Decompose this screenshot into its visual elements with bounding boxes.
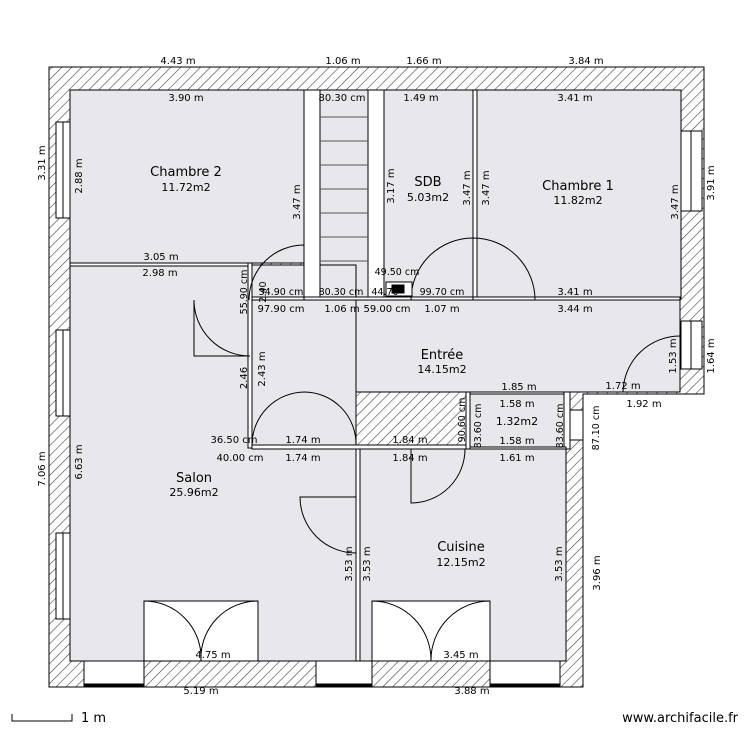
floor-sdb <box>383 89 474 301</box>
room-labels: Chambre 2 11.72m2 SDB 5.03m2 Chambre 1 1… <box>150 165 614 569</box>
dim-label: 1.85 m <box>501 382 536 393</box>
dim-label: 90.60 cm <box>457 398 468 443</box>
dim-label: 3.53 m <box>362 546 373 581</box>
dim-label: 4.75 m <box>195 650 230 661</box>
dim-label: 36.50 cm <box>210 435 257 446</box>
dim-label: 3.47 m <box>481 170 492 205</box>
dim-label: 6.63 m <box>74 444 85 479</box>
dim-label: 80.30 cm <box>319 287 364 298</box>
room-area-placard: 1.32m2 <box>496 415 538 428</box>
dim-label: 5.19 m <box>183 686 218 697</box>
dim-label: 40.00 cm <box>216 453 263 464</box>
dim-label: 1.74 m <box>285 435 320 446</box>
site-credit: www.archifacile.fr <box>622 711 738 726</box>
floor-chambre-1 <box>476 89 682 300</box>
vertical-dimensions: 3.31 m 2.88 m 3.47 m 3.17 m 3.47 m 3.47 … <box>37 145 717 590</box>
dim-label: 80.30 cm <box>318 93 365 104</box>
dim-label: 1.64 m <box>706 338 717 373</box>
dim-label: 3.47 m <box>462 170 473 205</box>
dim-label: 4.43 m <box>160 56 195 67</box>
dim-label: 3.90 m <box>168 93 203 104</box>
room-name-chambre-1: Chambre 1 <box>542 179 614 194</box>
dim-label: 49.50 cm <box>375 267 420 278</box>
dim-label: 3.44 m <box>557 304 592 315</box>
dim-label: 1.53 m <box>668 338 679 373</box>
room-area-cuisine: 12.15m2 <box>436 556 485 569</box>
dim-label: 1.92 m <box>626 399 661 410</box>
dim-label: 34.90 cm <box>259 287 304 298</box>
horizontal-dimensions: 4.43 m 1.06 m 1.66 m 3.84 m 3.90 m 80.30… <box>142 56 661 697</box>
room-name-entree: Entrée <box>421 348 464 363</box>
dim-label: 3.45 m <box>443 650 478 661</box>
dim-label: 3.53 m <box>554 546 565 581</box>
dim-label: 3.41 m <box>557 93 592 104</box>
dim-label: 87.10 cm <box>591 406 602 451</box>
room-floors <box>69 89 682 662</box>
room-name-salon: Salon <box>176 471 212 486</box>
dim-label: 2.88 m <box>74 158 85 193</box>
room-name-sdb: SDB <box>414 175 441 190</box>
dim-label: 3.47 m <box>292 184 303 219</box>
dim-label: 59.00 cm <box>363 304 410 315</box>
dim-label: 3.05 m <box>143 252 178 263</box>
dim-label: 99.70 cm <box>420 287 465 298</box>
floor-chambre-2 <box>69 89 305 264</box>
scale-label: 1 m <box>81 711 106 726</box>
dim-label: 3.84 m <box>568 56 603 67</box>
dim-label: 1.72 m <box>605 381 640 392</box>
room-area-entree: 14.15m2 <box>417 363 466 376</box>
dim-label: 1.49 m <box>403 93 438 104</box>
dim-label: 2.98 m <box>142 268 177 279</box>
dim-label: 2.40 <box>258 281 269 302</box>
dim-label: 2.46 <box>239 367 250 389</box>
floor-placard <box>469 393 565 448</box>
dim-label: 3.47 m <box>670 184 681 219</box>
dim-label: 3.91 m <box>706 165 717 200</box>
sdb-fixtures <box>385 281 413 297</box>
scale-bar: 1 m <box>11 711 106 726</box>
dim-label: 7.06 m <box>37 451 48 486</box>
window-cuisine <box>569 409 584 441</box>
dim-label: 83.60 cm <box>473 404 484 449</box>
room-area-salon: 25.96m2 <box>169 486 218 499</box>
dim-label: 3.41 m <box>557 287 592 298</box>
dim-label: 2.43 m <box>257 351 268 386</box>
dim-label: 83.60 cm <box>555 404 566 449</box>
dim-label: 1.06 m <box>325 56 360 67</box>
room-name-cuisine: Cuisine <box>437 540 485 555</box>
dim-label: 1.84 m <box>392 453 427 464</box>
room-area-chambre-2: 11.72m2 <box>161 181 210 194</box>
dim-label: 1.66 m <box>406 56 441 67</box>
dim-label: 1.74 m <box>285 453 320 464</box>
dim-label: 55.90 cm <box>239 270 250 315</box>
dim-label: 3.17 m <box>386 168 397 203</box>
dim-label: 1.07 m <box>424 304 459 315</box>
dim-label: 1.84 m <box>392 435 427 446</box>
dim-label: 1.61 m <box>499 453 534 464</box>
dim-label: 3.31 m <box>37 145 48 180</box>
room-area-chambre-1: 11.82m2 <box>553 194 602 207</box>
dim-label: 3.88 m <box>454 686 489 697</box>
room-name-chambre-2: Chambre 2 <box>150 165 222 180</box>
dim-label: 44.70 <box>371 287 398 298</box>
floor-salon <box>69 264 357 662</box>
dim-label: 3.96 m <box>592 555 603 590</box>
staircase <box>320 116 368 262</box>
dim-label: 1.06 m <box>324 304 359 315</box>
windows <box>55 121 703 620</box>
room-area-sdb: 5.03m2 <box>407 191 449 204</box>
dim-label: 97.90 cm <box>257 304 304 315</box>
dim-label: 3.53 m <box>344 546 355 581</box>
dim-label: 1.58 m <box>499 436 534 447</box>
dim-label: 1.58 m <box>499 399 534 410</box>
